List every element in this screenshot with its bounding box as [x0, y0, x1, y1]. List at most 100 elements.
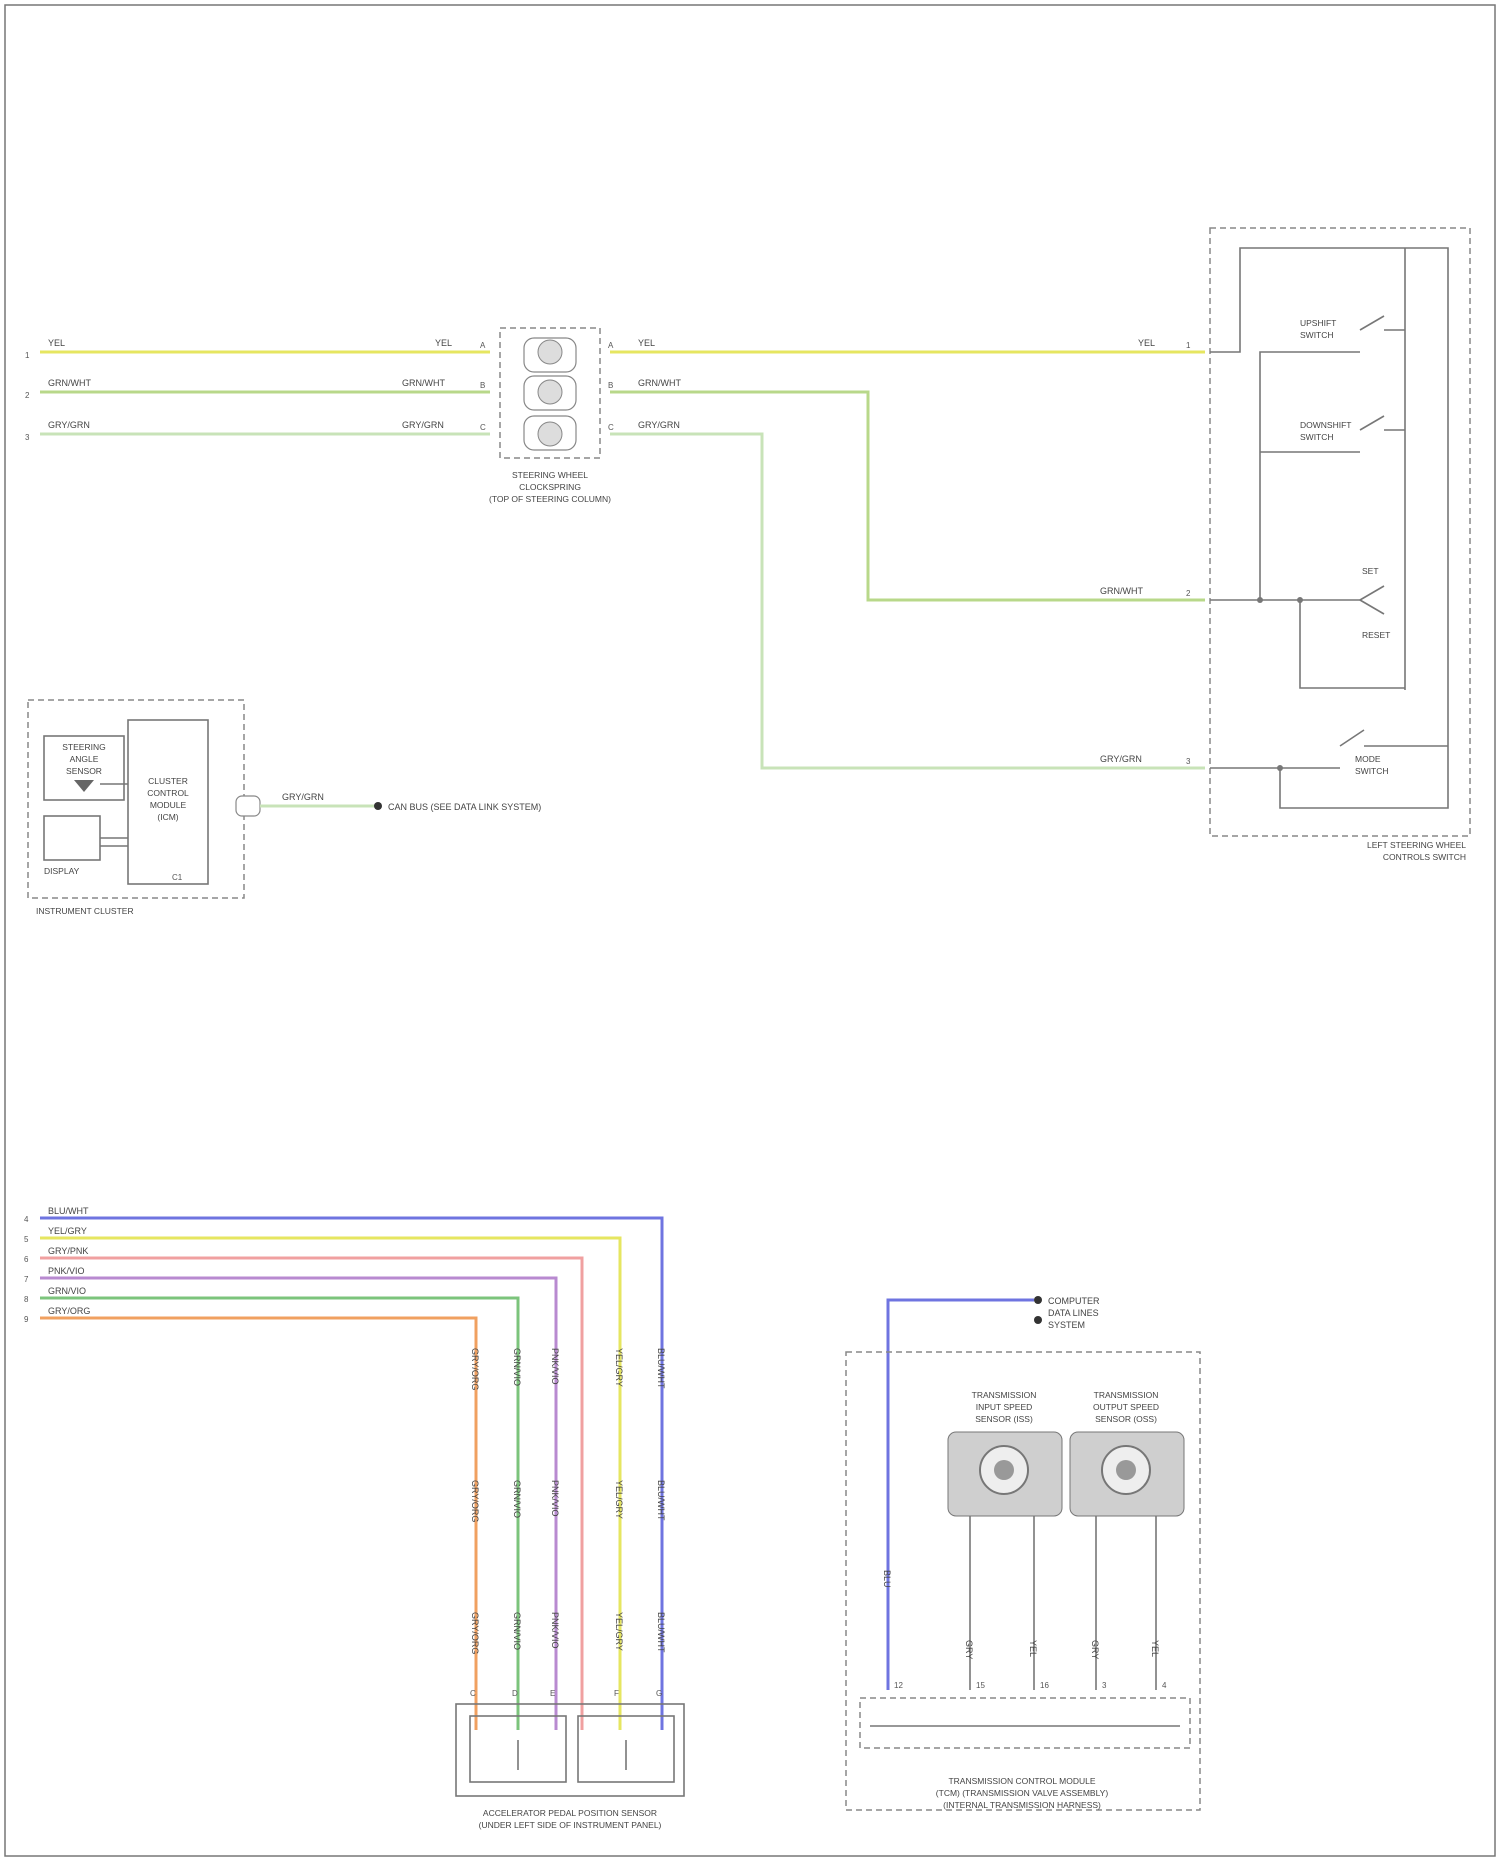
- column-label-yel-gry-2: YEL/GRY: [614, 1480, 624, 1519]
- cluster-caption: INSTRUMENT CLUSTER: [36, 906, 134, 916]
- column-label-grn-vio-2: GRN/VIO: [512, 1480, 522, 1518]
- wire-label-grnwht-right: GRN/WHT: [638, 378, 681, 388]
- column-label-pnk-vio-1: PNK/VIO: [550, 1348, 560, 1385]
- sensor-b-core: [1116, 1460, 1136, 1480]
- wire-label-6: GRY/PNK: [48, 1246, 88, 1256]
- input-pin-2: 2: [25, 391, 30, 400]
- wire-label-8: GRN/VIO: [48, 1286, 86, 1296]
- column-label-blu-wht-3: BLU/WHT: [656, 1612, 666, 1653]
- switch-caption-1: LEFT STEERING WHEEL: [1367, 840, 1466, 850]
- column-label-yel-gry-3: YEL/GRY: [614, 1612, 624, 1651]
- wire-label-grygrn-left: GRY/GRN: [48, 420, 90, 430]
- sensor-a-core: [994, 1460, 1014, 1480]
- tcm-caption-2: (TCM) (TRANSMISSION VALVE ASSEMBLY): [936, 1788, 1109, 1798]
- mode-label-1: MODE: [1355, 754, 1381, 764]
- can-bus-node: [374, 802, 382, 810]
- wire-gry-org: [40, 1318, 476, 1730]
- upshift-label-1: UPSHIFT: [1300, 318, 1336, 328]
- column-label-pnk-vio-3: PNK/VIO: [550, 1612, 560, 1649]
- wire-label-5: YEL/GRY: [48, 1226, 87, 1236]
- switch-pin-top: 1: [1186, 341, 1191, 350]
- column-pin-g: G: [656, 1689, 662, 1698]
- switch-box: [1210, 228, 1470, 836]
- cluster-wire-label: GRY/GRN: [282, 792, 324, 802]
- page-frame: [5, 5, 1495, 1856]
- column-label-blu-wht-2: BLU/WHT: [656, 1480, 666, 1521]
- clockspring-coil-a: [538, 340, 562, 364]
- wires-to-clockspring: YEL GRN/WHT GRY/GRN YEL GRN/WHT GRY/GRN: [40, 338, 490, 434]
- downshift-label-1: DOWNSHIFT: [1300, 420, 1351, 430]
- tcm-caption-3: (INTERNAL TRANSMISSION HARNESS): [943, 1800, 1101, 1810]
- cluster-output-connector: [236, 796, 260, 816]
- input-pins-top: 1 2 3: [25, 351, 30, 442]
- ground-label-2: DATA LINES: [1048, 1308, 1099, 1318]
- cluster-display: [44, 816, 100, 860]
- input-pin-7: 7: [24, 1275, 29, 1284]
- column-pin-f: F: [614, 1689, 619, 1698]
- clockspring-caption-2: CLOCKSPRING: [519, 482, 581, 492]
- wire-label-yel-right: YEL: [638, 338, 655, 348]
- set-contact: [1360, 586, 1384, 600]
- cluster-indicator-diode: [74, 780, 94, 792]
- downshift-label-2: SWITCH: [1300, 432, 1334, 442]
- clockspring-caption-1: STEERING WHEEL: [512, 470, 588, 480]
- switch-node-3: [1277, 765, 1283, 771]
- column-pin-d: D: [512, 1689, 518, 1698]
- ground-label-1: COMPUTER: [1048, 1296, 1100, 1306]
- set-label: SET: [1362, 566, 1379, 576]
- cluster-indicator-label-3: SENSOR: [66, 766, 102, 776]
- upshift-label-2: SWITCH: [1300, 330, 1334, 340]
- cluster-display-label: DISPLAY: [44, 866, 80, 876]
- data-lines-node-1: [1034, 1296, 1042, 1304]
- pedal-caption-1: ACCELERATOR PEDAL POSITION SENSOR: [483, 1808, 657, 1818]
- input-pin-1: 1: [25, 351, 30, 360]
- column-label-gry-org-3: GRY/ORG: [470, 1612, 480, 1654]
- column-label-yel-gry-1: YEL/GRY: [614, 1348, 624, 1387]
- sensor-b-label-1: TRANSMISSION: [1094, 1390, 1159, 1400]
- sensor-a-label-3: SENSOR (ISS): [975, 1414, 1033, 1424]
- input-pin-8: 8: [24, 1295, 29, 1304]
- switch-pin-mid: 2: [1186, 589, 1191, 598]
- reset-label: RESET: [1362, 630, 1390, 640]
- tcm-caption-1: TRANSMISSION CONTROL MODULE: [948, 1776, 1095, 1786]
- tcm-pin-label-2: GRY: [964, 1640, 974, 1659]
- tcm-pin-number-2: 15: [976, 1681, 985, 1690]
- wire-label-4: BLU/WHT: [48, 1206, 89, 1216]
- accelerator-pedal-section: 4 5 6 7 8 9 BLU/WHT YEL/GRY GRY/PNK PNK/…: [24, 1206, 684, 1830]
- wire-grn-wht-2: [610, 392, 1205, 600]
- input-pin-9: 9: [24, 1315, 29, 1324]
- tcm-pin-label-4: GRY: [1090, 1640, 1100, 1659]
- mode-label-2: SWITCH: [1355, 766, 1389, 776]
- column-label-grn-vio-1: GRN/VIO: [512, 1348, 522, 1386]
- downshift-contact: [1360, 416, 1384, 430]
- wire-gry-pnk: [40, 1258, 582, 1730]
- tcm-pin-label-1: BLU: [882, 1570, 892, 1588]
- can-bus-link-label: CAN BUS (SEE DATA LINK SYSTEM): [388, 802, 541, 812]
- wire-blu-wht: [40, 1218, 662, 1730]
- mode-contact: [1340, 730, 1364, 746]
- tcm-pin-number-5: 4: [1162, 1681, 1167, 1690]
- wire-label-yel-switch: YEL: [1138, 338, 1155, 348]
- wire-label-grygrn-right: GRY/GRN: [638, 420, 680, 430]
- switch-node-1: [1257, 597, 1263, 603]
- sensor-a-label-1: TRANSMISSION: [972, 1390, 1037, 1400]
- input-pin-6: 6: [24, 1255, 29, 1264]
- cluster-connector-label: C1: [172, 873, 183, 882]
- wire-grn-vio: [40, 1298, 518, 1730]
- set-reset-loop: [1300, 600, 1405, 688]
- wire-label-grnwht-near: GRN/WHT: [402, 378, 445, 388]
- wire-label-7: PNK/VIO: [48, 1266, 85, 1276]
- column-pin-e: E: [550, 1689, 555, 1698]
- instrument-cluster: STEERING ANGLE SENSOR DISPLAY CLUSTER CO…: [28, 700, 541, 916]
- reset-contact: [1360, 600, 1384, 614]
- wire-label-grygrn-near: GRY/GRN: [402, 420, 444, 430]
- wire-label-grygrn-switch: GRY/GRN: [1100, 754, 1142, 764]
- column-label-blu-wht-1: BLU/WHT: [656, 1348, 666, 1389]
- cluster-module-label-4: (ICM): [157, 812, 178, 822]
- column-label-pnk-vio-2: PNK/VIO: [550, 1480, 560, 1517]
- switch-caption-2: CONTROLS SWITCH: [1383, 852, 1466, 862]
- tcm-pin-number-3: 16: [1040, 1681, 1049, 1690]
- column-label-gry-org-1: GRY/ORG: [470, 1348, 480, 1390]
